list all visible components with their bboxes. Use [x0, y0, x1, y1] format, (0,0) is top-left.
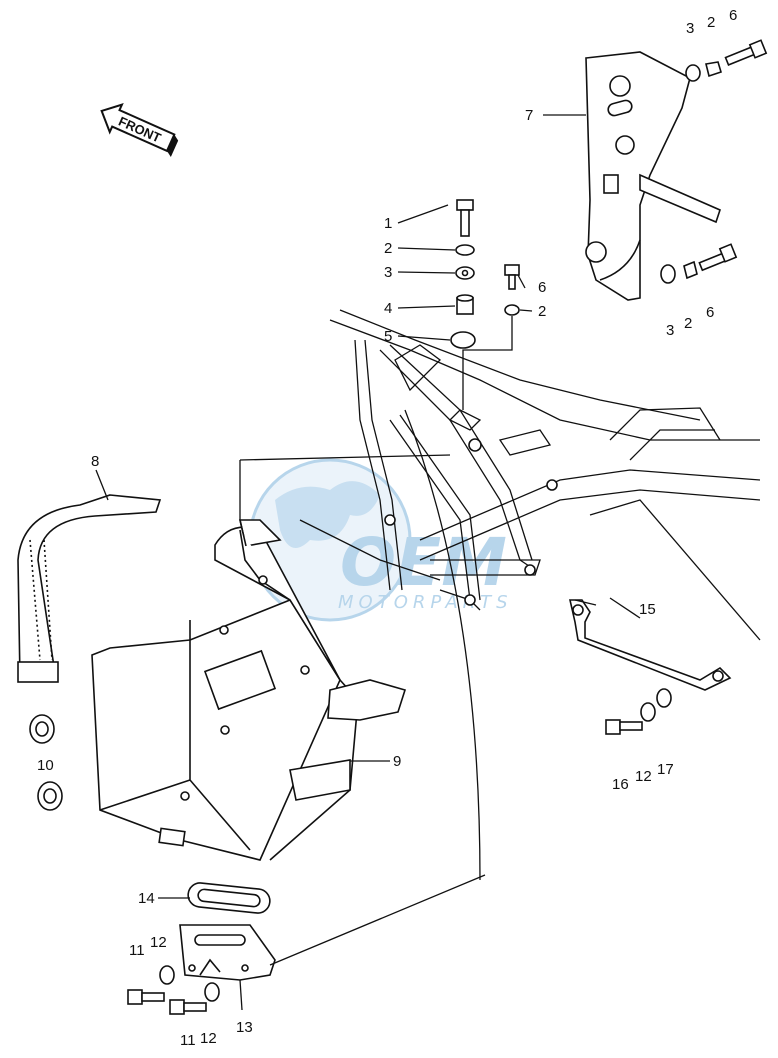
callout-2b: 2 [538, 303, 546, 320]
callout-1: 1 [384, 215, 392, 232]
callout-12a: 12 [150, 934, 167, 951]
harness-line [404, 409, 481, 881]
grommet-lower [37, 781, 63, 811]
callout-4: 4 [384, 300, 392, 317]
leader-lines [95, 114, 761, 1011]
callout-2c: 2 [707, 14, 715, 31]
callout-12c: 12 [635, 768, 652, 785]
side-cover-bracket [585, 51, 721, 301]
frame [299, 309, 761, 611]
callout-8: 8 [91, 453, 99, 470]
bolt-washer-set-a [127, 965, 175, 1005]
battery-case [91, 519, 407, 861]
bracket-top-hardware [685, 39, 768, 82]
callout-2a: 2 [384, 240, 392, 257]
callout-3c: 3 [666, 322, 674, 339]
callout-15: 15 [639, 601, 656, 618]
callout-5: 5 [384, 328, 392, 345]
callout-3a: 3 [384, 264, 392, 281]
callout-10: 10 [37, 757, 54, 774]
front-arrow-shadow [166, 134, 179, 158]
battery-case-rod [568, 599, 732, 691]
bolt-washer-set-b [169, 982, 220, 1015]
mount-hardware-stack [450, 199, 520, 349]
globe-continents [275, 481, 380, 548]
callout-3b: 3 [686, 20, 694, 37]
callout-14: 14 [138, 890, 155, 907]
battery-strap [17, 494, 162, 683]
rod-hardware [605, 688, 672, 735]
bracket-side-hardware [660, 243, 738, 284]
callout-16: 16 [612, 776, 629, 793]
callout-2d: 2 [684, 315, 692, 332]
callout-6c: 6 [706, 304, 714, 321]
callout-12b: 12 [200, 1030, 217, 1047]
watermark-tagline: MOTORPARTS [338, 592, 513, 613]
watermark-logo: OEM MOTORPARTS [248, 458, 513, 622]
callout-labels: 1 2 3 4 5 6 2 3 2 6 7 3 2 6 8 9 10 14 11… [37, 7, 737, 1049]
watermark-brand: OEM [340, 524, 507, 601]
front-arrow: FRONT [100, 103, 179, 158]
callout-6a: 6 [538, 279, 546, 296]
callout-17: 17 [657, 761, 674, 778]
retainer-rubber [187, 882, 271, 914]
callout-9: 9 [393, 753, 401, 770]
callout-11b: 11 [180, 1032, 196, 1049]
callout-7: 7 [525, 107, 533, 124]
retainer-bracket [179, 924, 276, 981]
callout-11a: 11 [129, 942, 145, 959]
grommet-upper [29, 714, 55, 744]
callout-6b: 6 [729, 7, 737, 24]
callout-13: 13 [236, 1019, 253, 1036]
front-arrow-shape [100, 103, 176, 153]
